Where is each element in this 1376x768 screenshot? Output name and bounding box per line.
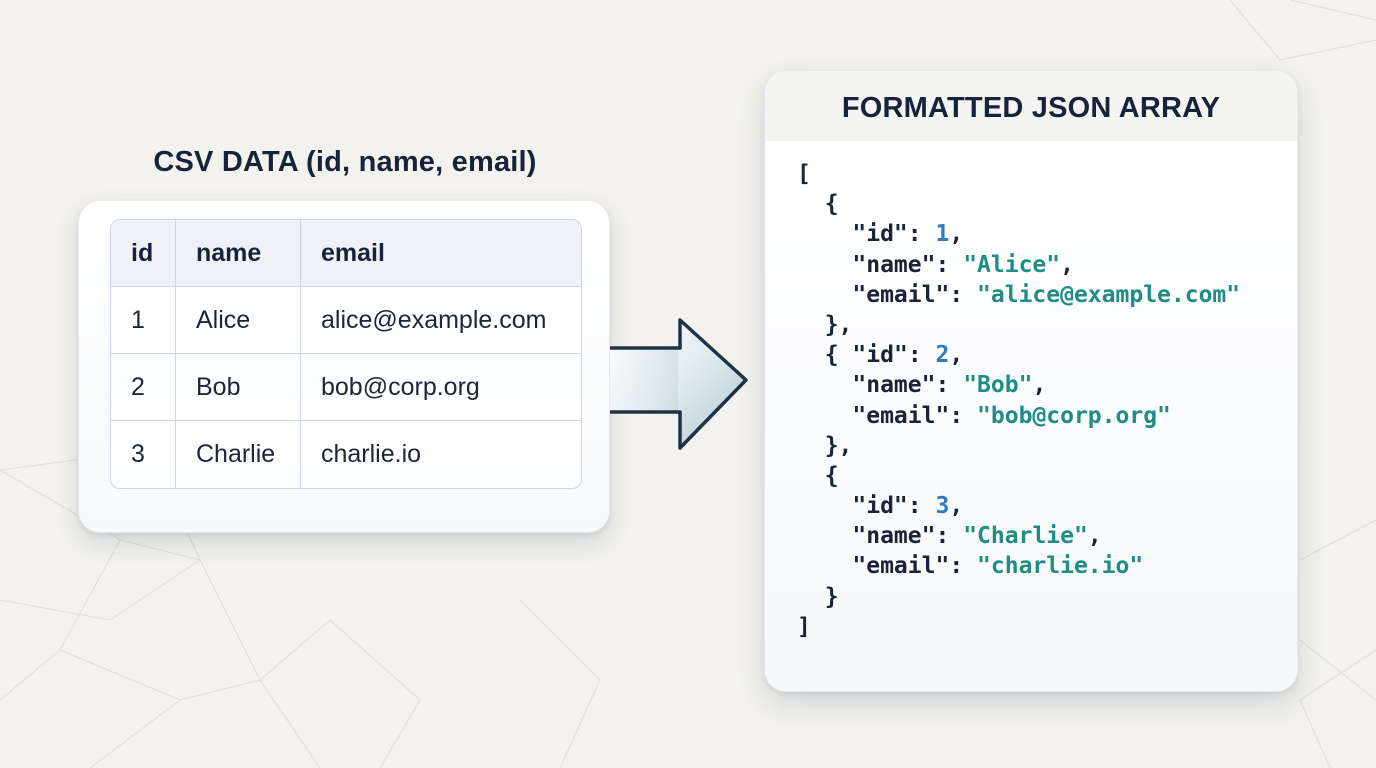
json-key-id: "id" [852,221,908,248]
cell-name: Bob [176,354,301,421]
column-header-id: id [111,220,176,287]
json-header: FORMATTED JSON ARRAY [765,71,1297,141]
cell-name: Charlie [176,421,301,488]
json-key-name: "name" [852,372,936,399]
json-key-email: "email" [852,402,950,429]
cell-email: alice@example.com [301,287,581,354]
cell-email: charlie.io [301,421,581,488]
json-key-name: "name" [852,251,936,278]
json-value-id: 3 [935,493,950,520]
json-value-name: "Bob" [963,372,1033,399]
column-header-email: email [301,220,581,287]
table-row: 1 Alice alice@example.com [111,287,581,354]
json-value-id: 2 [935,342,950,369]
json-value-name: "Charlie" [963,523,1088,550]
cell-email: bob@corp.org [301,354,581,421]
cell-id: 3 [111,421,176,488]
json-card: FORMATTED JSON ARRAY [ { "id": 1, "name"… [764,70,1298,692]
json-key-email: "email" [852,553,950,580]
json-key-name: "name" [852,523,936,550]
table-row: 2 Bob bob@corp.org [111,354,581,421]
json-value-email: "bob@corp.org" [977,402,1171,429]
json-value-email: "charlie.io" [977,553,1144,580]
column-header-name: name [176,220,301,287]
cell-name: Alice [176,287,301,354]
table-row: 3 Charlie charlie.io [111,421,581,488]
csv-title: CSV DATA (id, name, email) [153,146,537,178]
json-key-email: "email" [852,281,950,308]
table-header-row: id name email [111,220,581,287]
cell-id: 2 [111,354,176,421]
cell-id: 1 [111,287,176,354]
json-value-id: 1 [935,221,950,248]
csv-table: id name email 1 Alice alice@example.com … [110,219,582,489]
json-value-name: "Alice" [963,251,1061,278]
csv-card: id name email 1 Alice alice@example.com … [78,200,610,533]
json-key-id: "id" [852,493,908,520]
json-title: FORMATTED JSON ARRAY [841,91,1221,124]
json-code-block: [ { "id": 1, "name": "Alice", "email": "… [797,161,1241,640]
json-body [765,141,1297,691]
right-arrow-icon [610,318,748,450]
json-key-id: "id" [852,342,908,369]
json-value-email: "alice@example.com" [977,281,1241,308]
